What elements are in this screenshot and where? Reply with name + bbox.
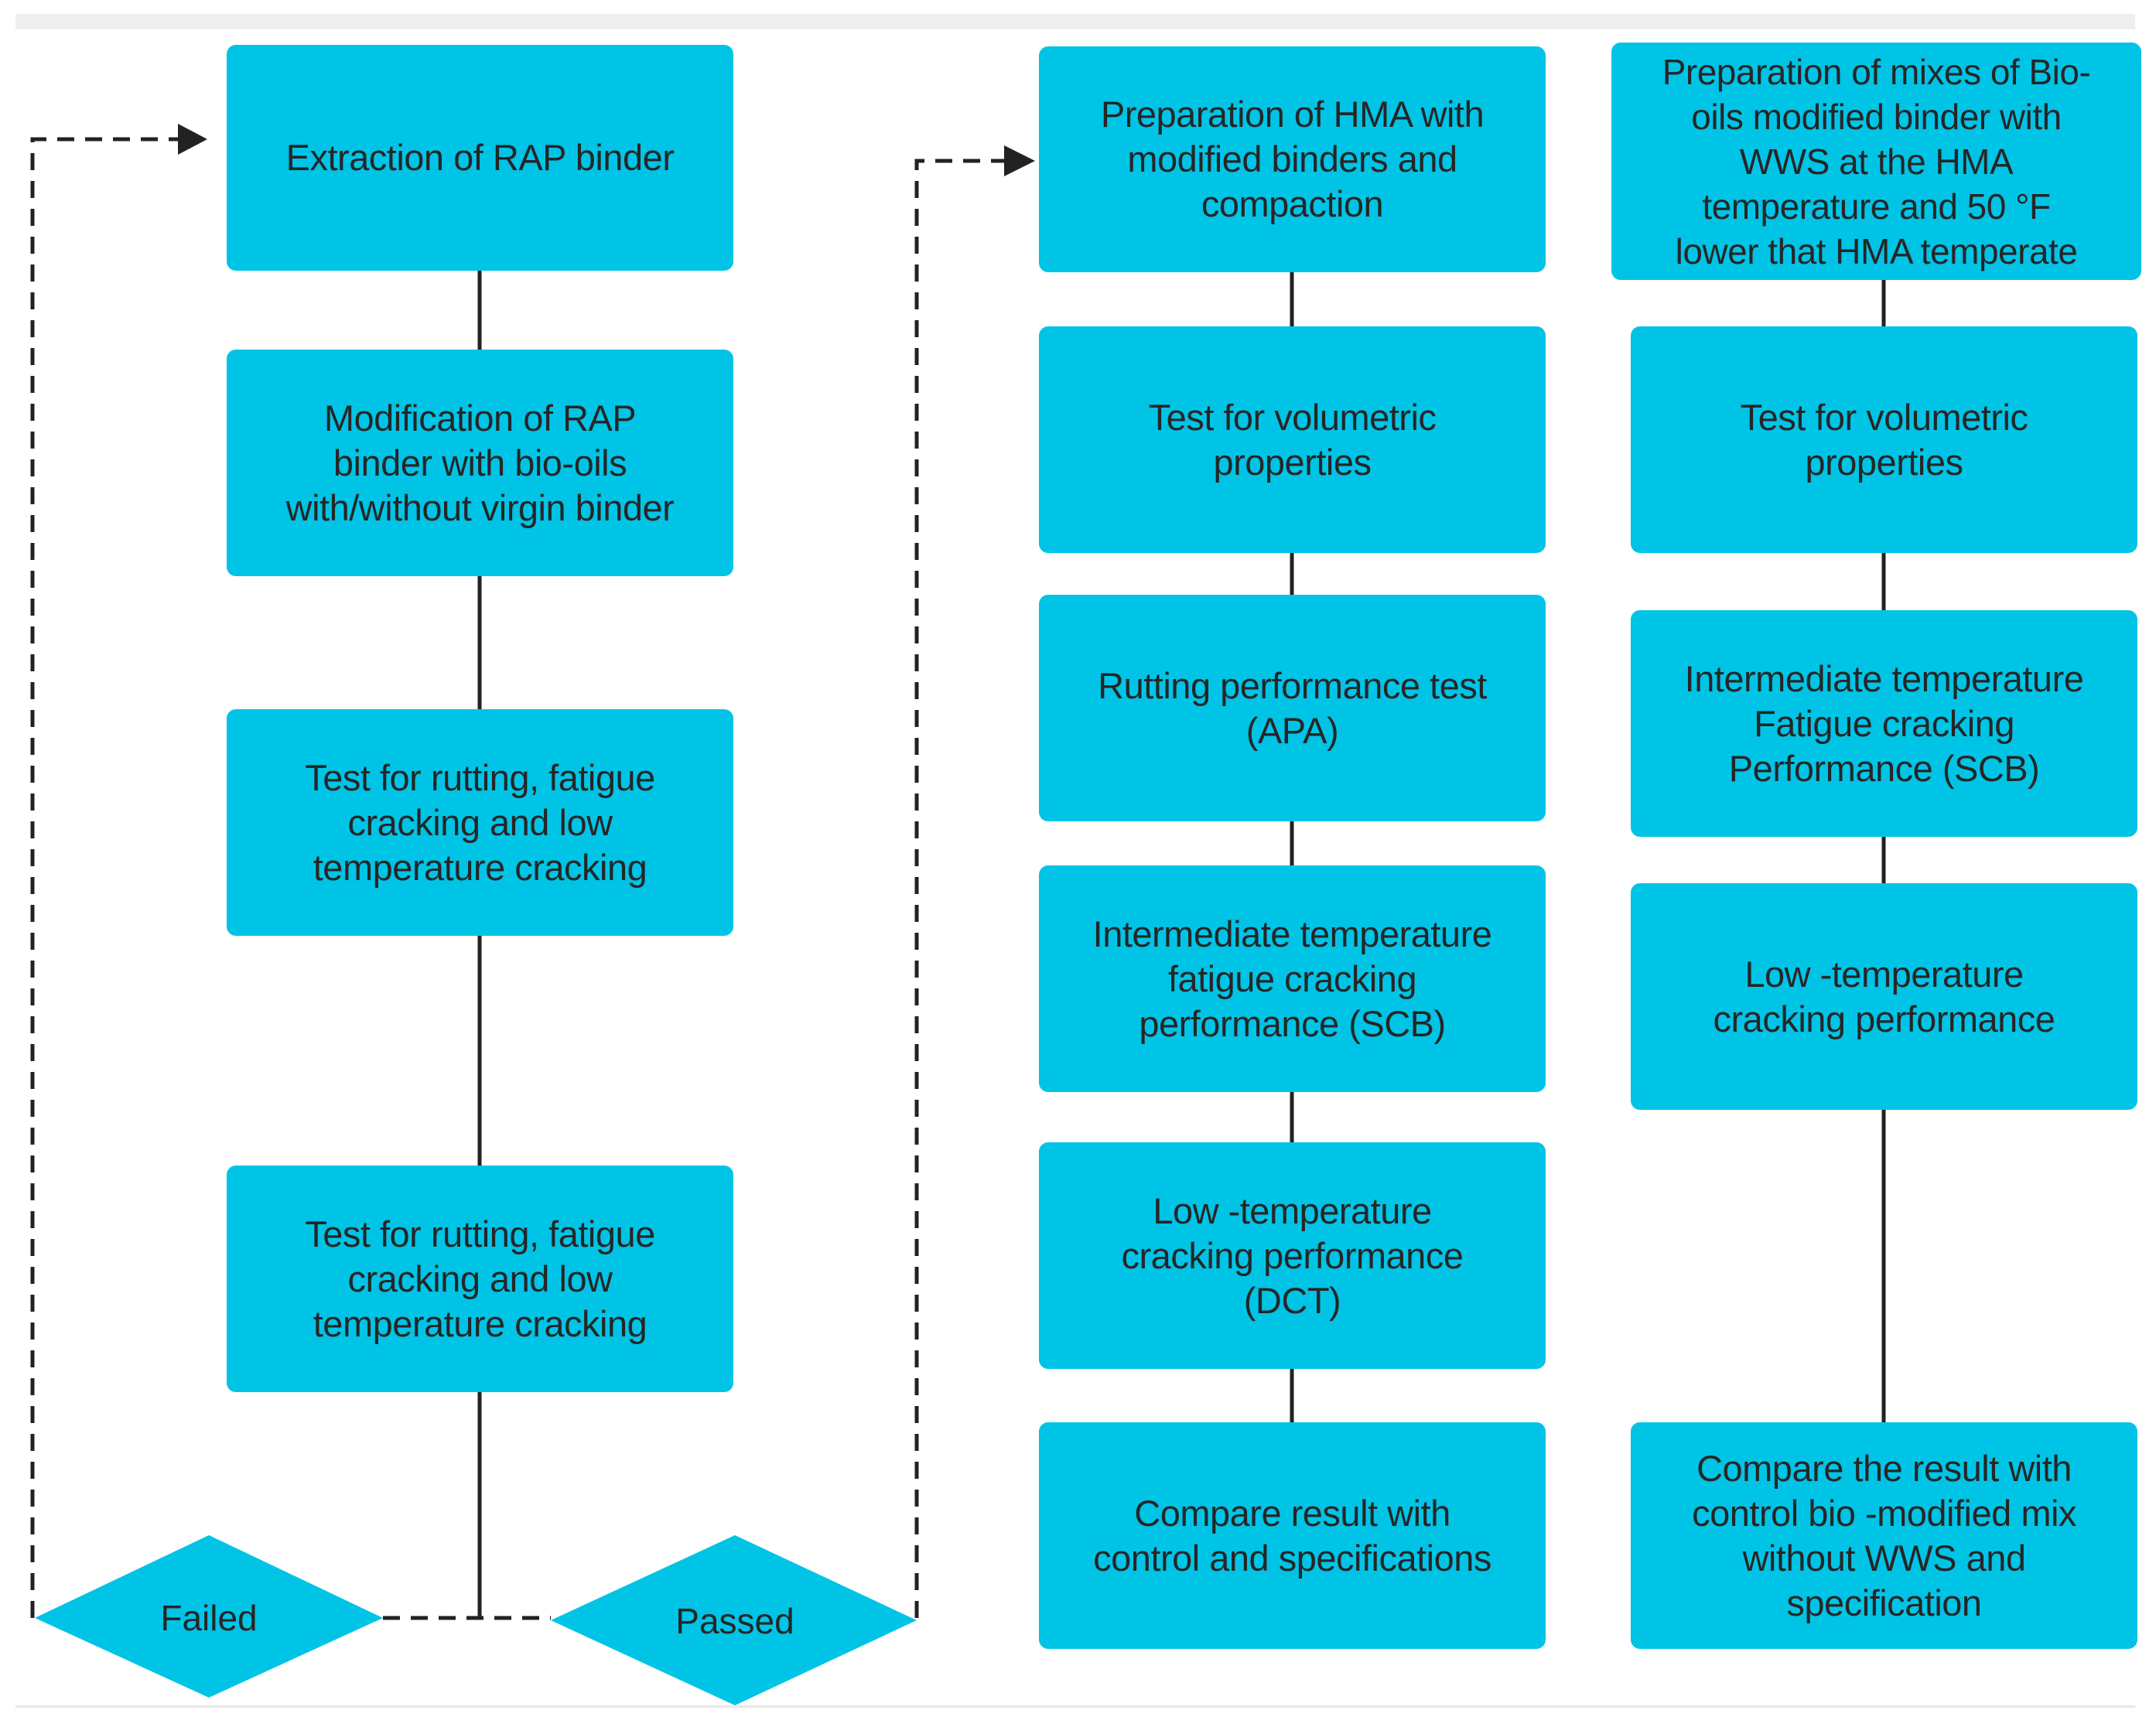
passed-arrow — [914, 159, 1007, 1618]
passed-label: Passed — [675, 1601, 794, 1641]
mid-volumetric-box: Test for volumetric properties — [1039, 326, 1546, 553]
bottom-border — [15, 1705, 2135, 1708]
right-volumetric-box: Test for volumetric properties — [1631, 326, 2137, 553]
failed-diamond — [35, 1535, 383, 1698]
mid-intermediate-box: Intermediate temperature fatigue crackin… — [1039, 865, 1546, 1092]
mid-compare-box: Compare result with control and specific… — [1039, 1422, 1546, 1649]
mid-rutting-box: Rutting performance test (APA) — [1039, 595, 1546, 821]
extraction-box: Extraction of RAP binder — [227, 45, 733, 271]
right-preparation-box: Preparation of mixes of Bio- oils modifi… — [1611, 43, 2141, 280]
right-low-temp-box: Low -temperature cracking performance — [1631, 883, 2137, 1110]
failed-loop-arrow — [30, 137, 182, 1618]
test-rutting-box-1: Test for rutting, fatigue cracking and l… — [227, 709, 733, 936]
failed-loop-arrowhead — [178, 124, 207, 155]
top-border — [15, 14, 2135, 29]
passed-arrowhead — [1004, 145, 1035, 176]
failed-label: Failed — [160, 1598, 258, 1638]
mid-low-temp-box: Low -temperature cracking performance (D… — [1039, 1142, 1546, 1369]
test-rutting-box-2: Test for rutting, fatigue cracking and l… — [227, 1166, 733, 1392]
right-intermediate-box: Intermediate temperature Fatigue crackin… — [1631, 610, 2137, 837]
mid-preparation-box: Preparation of HMA with modified binders… — [1039, 46, 1546, 272]
modification-box: Modification of RAP binder with bio-oils… — [227, 350, 733, 576]
right-compare-box: Compare the result with control bio -mod… — [1631, 1422, 2137, 1649]
passed-diamond — [551, 1535, 917, 1705]
